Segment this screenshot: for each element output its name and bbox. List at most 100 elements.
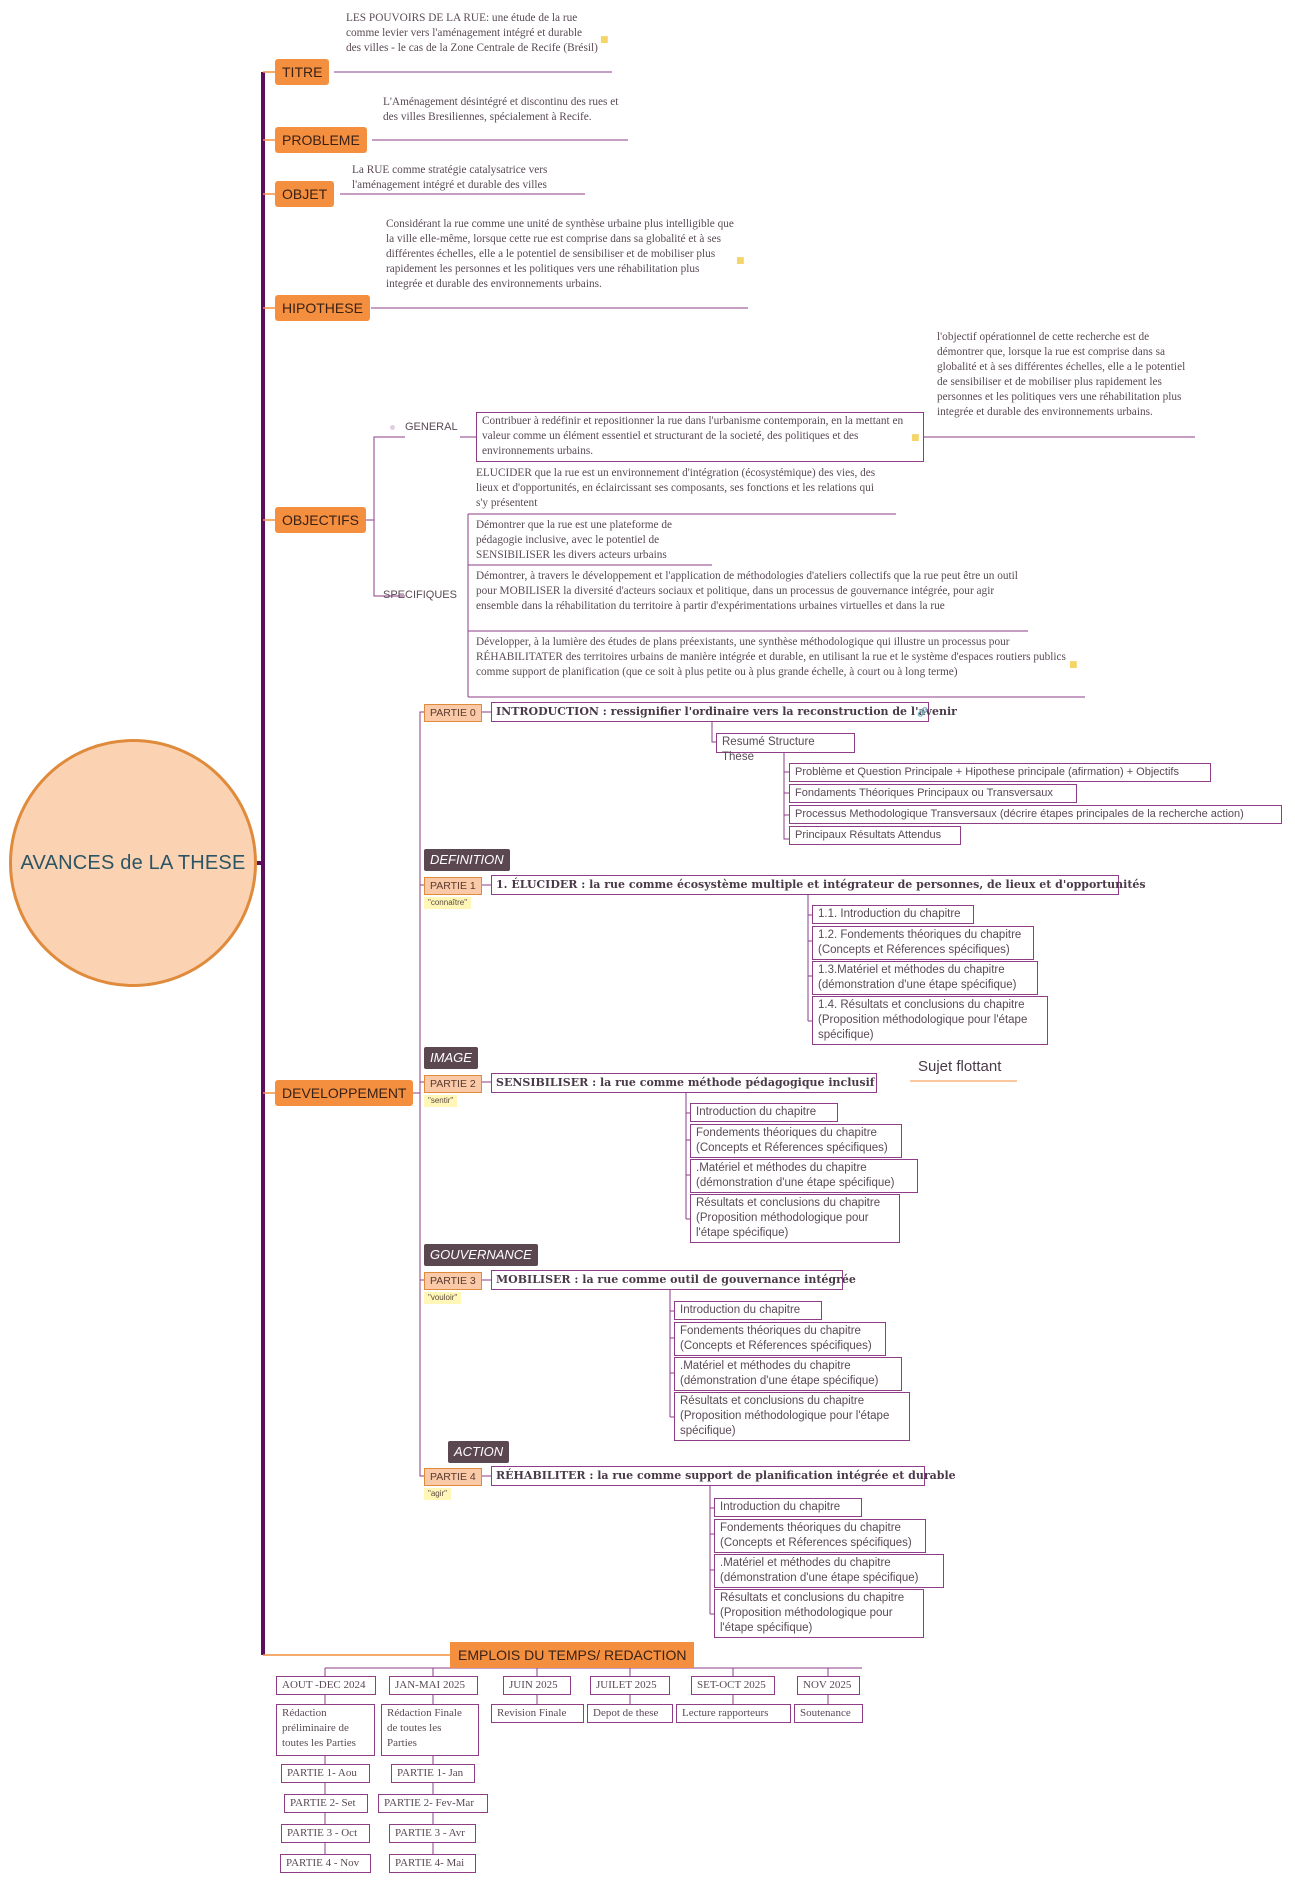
partie-1-tag[interactable]: PARTIE 1 (424, 877, 482, 895)
specifique-item: ELUCIDER que la rue est un environnement… (476, 467, 876, 509)
branch-emplois-label: EMPLOIS DU TEMPS/ REDACTION (458, 1647, 687, 1663)
chapter-item[interactable]: 1.1. Introduction du chapitre (812, 905, 974, 924)
partie-4-tag[interactable]: PARTIE 4 (424, 1468, 482, 1486)
partie-1-label: DEFINITION (424, 849, 510, 871)
branch-objectifs[interactable]: OBJECTIFS (275, 507, 367, 533)
branch-objet-label: OBJET (282, 186, 328, 202)
step-box[interactable]: PARTIE 2- Set (284, 1794, 368, 1813)
partie-3-tag[interactable]: PARTIE 3 (424, 1272, 482, 1290)
branch-probleme[interactable]: PROBLEME (275, 127, 367, 153)
root-label: AVANCES de LA THESE (20, 851, 246, 874)
objectifs-specifiques-label: SPECIFIQUES (383, 589, 457, 601)
chapter-item[interactable]: 1.3.Matériel et méthodes du chapitre (dé… (812, 961, 1038, 995)
note-icon: ■ (911, 433, 920, 443)
specifique-item: Démontrer, à travers le développement et… (476, 570, 1018, 612)
step-box[interactable]: PARTIE 3 - Oct (281, 1824, 370, 1843)
partie-4-title-text: RÉHABILITER : la rue comme support de pl… (496, 1469, 956, 1482)
floating-topic[interactable]: Sujet flottant (918, 1058, 1002, 1075)
specifique-item: Développer, à la lumière des études de p… (476, 636, 1066, 678)
partie-3-note: "vouloir" (424, 1292, 462, 1304)
objectifs-general-label: GENERAL (405, 421, 458, 433)
partie-0-title[interactable]: INTRODUCTION : ressignifier l'ordinaire … (491, 702, 957, 722)
step-box[interactable]: PARTIE 4- Mai (389, 1854, 476, 1873)
objet-text: La RUE comme stratégie catalysatrice ver… (352, 164, 548, 191)
branch-objet[interactable]: OBJET (275, 181, 335, 207)
branch-hipothese[interactable]: HIPOTHESE (275, 295, 370, 321)
collapse-dot[interactable] (390, 425, 395, 430)
partie-4-note: "agir" (424, 1488, 452, 1500)
period-box[interactable]: JAN-MAI 2025 (389, 1676, 478, 1695)
period-box[interactable]: JUIN 2025 (503, 1676, 571, 1695)
branch-hipothese-label: HIPOTHESE (282, 300, 363, 316)
period-box[interactable]: SET-OCT 2025 (691, 1676, 775, 1695)
task-box[interactable]: Rédaction préliminaire de toutes les Par… (276, 1704, 375, 1756)
chapter-item[interactable]: .Matériel et méthodes du chapitre (démon… (674, 1357, 902, 1391)
chapter-item[interactable]: 1.2. Fondements théoriques du chapitre (… (812, 926, 1034, 960)
root-node[interactable]: AVANCES de LA THESE (9, 739, 257, 987)
task-box[interactable]: Soutenance (794, 1704, 863, 1723)
partie-0-title-text: INTRODUCTION : ressignifier l'ordinaire … (496, 705, 957, 718)
partie-4-title[interactable]: RÉHABILITER : la rue comme support de pl… (491, 1466, 956, 1486)
branch-probleme-label: PROBLEME (282, 132, 360, 148)
period-box[interactable]: AOUT -DEC 2024 (276, 1676, 376, 1695)
partie-2-note: "sentir" (424, 1095, 458, 1107)
note-icon: ■ (1069, 660, 1078, 670)
partie-2-title[interactable]: SENSIBILISER : la rue comme méthode péda… (491, 1073, 877, 1093)
partie-2-label: IMAGE (424, 1047, 478, 1069)
partie-3-title-text: MOBILISER : la rue comme outil de gouver… (496, 1273, 856, 1286)
branch-titre-label: TITRE (282, 64, 323, 80)
step-box[interactable]: PARTIE 4 - Nov (280, 1854, 371, 1873)
period-box[interactable]: NOV 2025 (797, 1676, 860, 1695)
chapter-item[interactable]: Introduction du chapitre (690, 1103, 838, 1122)
chapter-item[interactable]: Introduction du chapitre (714, 1498, 862, 1517)
partie-1-title[interactable]: 1. ÉLUCIDER : la rue comme écosystème mu… (491, 875, 1146, 895)
titre-text: LES POUVOIRS DE LA RUE: une étude de la … (346, 12, 598, 54)
chapter-item[interactable]: Fondements théoriques du chapitre (Conce… (674, 1322, 886, 1356)
hipothese-text: Considérant la rue comme une unité de sy… (386, 218, 734, 290)
step-box[interactable]: PARTIE 3 - Avr (389, 1824, 476, 1843)
objectifs-general-note: l'objectif opérationnel de cette recherc… (937, 331, 1186, 418)
partie-2-tag[interactable]: PARTIE 2 (424, 1075, 482, 1093)
branch-objectifs-label: OBJECTIFS (282, 512, 360, 528)
chapter-item[interactable]: Résultats et conclusions du chapitre (Pr… (714, 1589, 924, 1638)
specifique-item: Démontrer que la rue est une plateforme … (476, 519, 673, 561)
chapter-item[interactable]: Introduction du chapitre (674, 1301, 822, 1320)
partie-3-label: GOUVERNANCE (424, 1244, 538, 1266)
task-box[interactable]: Depot de these (587, 1704, 673, 1723)
partie-1-title-text: 1. ÉLUCIDER : la rue comme écosystème mu… (496, 878, 1146, 891)
chapter-item[interactable]: Résultats et conclusions du chapitre (Pr… (690, 1194, 900, 1243)
step-box[interactable]: PARTIE 1- Jan (391, 1764, 475, 1783)
note-icon: ■ (736, 256, 745, 266)
task-box[interactable]: Lecture rapporteurs (676, 1704, 791, 1723)
branch-developpement[interactable]: DEVELOPPEMENT (275, 1080, 414, 1106)
branch-emplois[interactable]: EMPLOIS DU TEMPS/ REDACTION (450, 1642, 695, 1668)
period-box[interactable]: JUILET 2025 (590, 1676, 670, 1695)
partie-0-item[interactable]: Principaux Résultats Attendus (789, 826, 961, 845)
objectifs-general-text[interactable]: Contribuer à redéfinir et repositionner … (476, 412, 924, 462)
chapter-item[interactable]: Fondements théoriques du chapitre (Conce… (714, 1519, 926, 1553)
partie-0-item[interactable]: Processus Methodologique Transversaux (d… (789, 805, 1282, 824)
task-box[interactable]: Revision Finale (491, 1704, 584, 1723)
probleme-text: L'Aménagement désintégré et discontinu d… (383, 96, 619, 123)
resume-structure[interactable]: Resumé Structure These (716, 733, 855, 763)
branch-titre[interactable]: TITRE (275, 59, 330, 85)
link-icon[interactable]: 🔗 (917, 708, 929, 718)
partie-1-note: "connaître" (424, 897, 472, 909)
chapter-item[interactable]: .Matériel et méthodes du chapitre (démon… (714, 1554, 944, 1588)
chapter-item[interactable]: Résultats et conclusions du chapitre (Pr… (674, 1392, 910, 1441)
partie-3-title[interactable]: MOBILISER : la rue comme outil de gouver… (491, 1270, 856, 1290)
partie-0-item[interactable]: Problème et Question Principale + Hipoth… (789, 763, 1211, 782)
partie-4-label: ACTION (448, 1441, 510, 1463)
step-box[interactable]: PARTIE 1- Aou (281, 1764, 370, 1783)
chapter-item[interactable]: .Matériel et méthodes du chapitre (démon… (690, 1159, 918, 1193)
step-box[interactable]: PARTIE 2- Fev-Mar (378, 1794, 488, 1813)
partie-2-title-text: SENSIBILISER : la rue comme méthode péda… (496, 1076, 875, 1089)
chapter-item[interactable]: Fondements théoriques du chapitre (Conce… (690, 1124, 902, 1158)
chapter-item[interactable]: 1.4. Résultats et conclusions du chapitr… (812, 996, 1048, 1045)
partie-0-item[interactable]: Fondaments Théoriques Principaux ou Tran… (789, 784, 1077, 803)
note-icon: ■ (600, 35, 609, 45)
task-box[interactable]: Rédaction Finale de toutes les Parties (381, 1704, 479, 1756)
partie-0-tag[interactable]: PARTIE 0 (424, 704, 482, 722)
branch-developpement-label: DEVELOPPEMENT (282, 1085, 407, 1101)
